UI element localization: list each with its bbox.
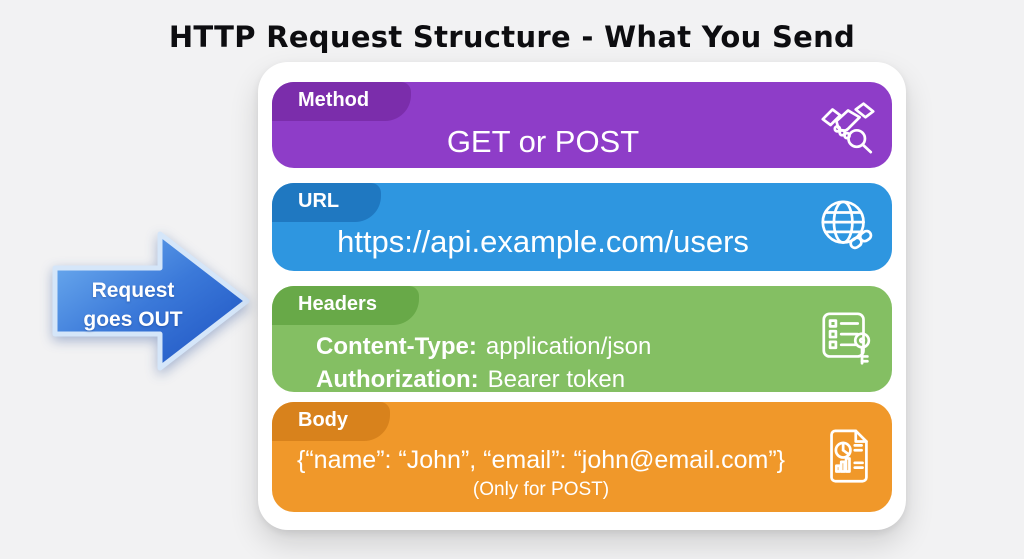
headers-tab-label: Headers [298,293,377,315]
header-authorization: Authorization: Bearer token [316,363,651,396]
request-out-label-line2: goes OUT [83,308,183,331]
page-title: HTTP Request Structure - What You Send [168,20,856,54]
globe-link-icon [817,196,879,258]
header-authorization-value: Bearer token [487,366,626,393]
handshake-search-icon [817,94,879,156]
header-content-type-value: application/json [485,333,652,360]
headers-row: Headers Content-Type: application/json Au… [272,286,892,393]
method-tab-label: Method [298,89,370,111]
request-out-label-line1: Request [91,279,175,302]
body-json-value: {“name”: “John”, “email”: “john@email.co… [296,445,786,474]
body-tab: Body [272,402,390,441]
header-content-type-key: Content-Type: [316,333,477,360]
header-content-type: Content-Type: application/json [316,330,651,363]
method-tab: Method [272,82,412,121]
body-values: {“name”: “John”, “email”: “john@email.co… [272,440,810,506]
method-row: Method GET or POST [272,82,892,168]
url-tab-label: URL [298,190,340,212]
url-tab: URL [272,183,382,222]
list-key-icon [817,308,879,370]
url-value: https://api.example.com/users [337,224,749,259]
request-structure-card: Method GET or POST URL https://api.examp… [258,62,906,530]
body-note: (Only for POST) [472,478,610,500]
header-authorization-key: Authorization: [316,366,479,393]
headers-values: Content-Type: application/json Authorizat… [316,330,651,396]
body-tab-label: Body [298,409,348,431]
method-value: GET or POST [446,124,640,159]
headers-tab: Headers [272,286,419,325]
report-document-icon [817,426,879,488]
request-out-label: Request goes OUT [62,276,204,334]
body-row: Body {“name”: “John”, “email”: “john@ema… [272,402,892,512]
url-row: URL https://api.example.com/users [272,183,892,271]
request-out-arrow [52,231,250,371]
